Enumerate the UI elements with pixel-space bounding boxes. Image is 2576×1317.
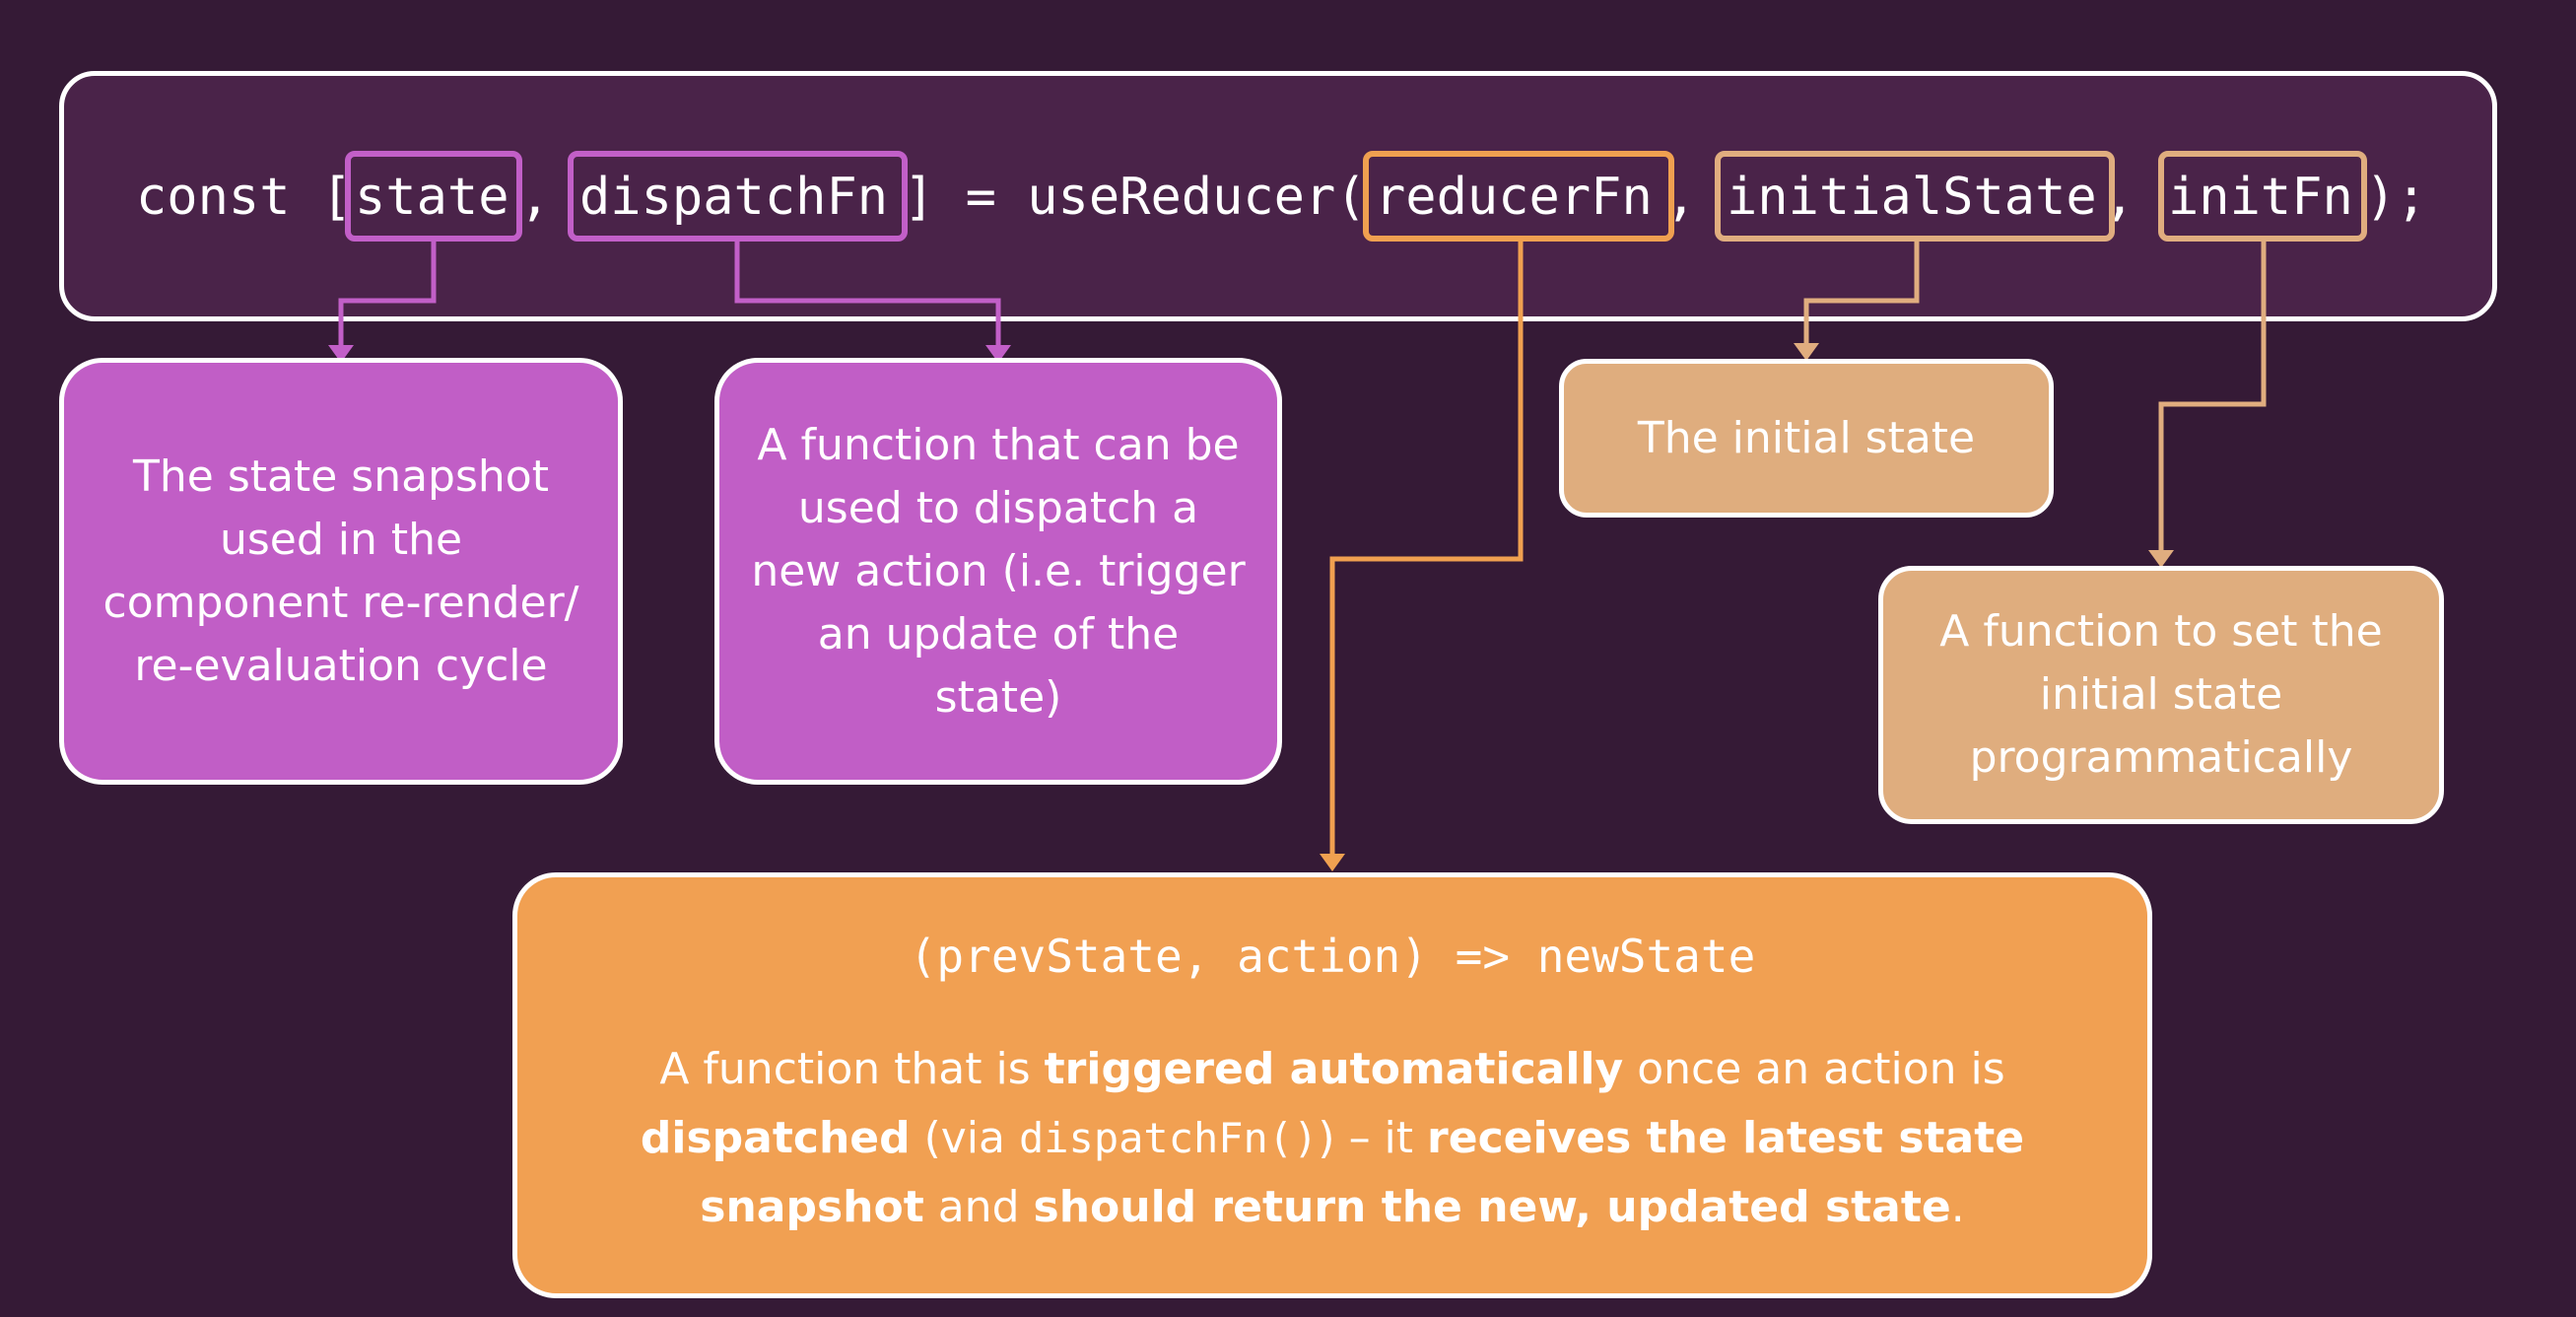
reducer-desc-bold-3: receives the latest state snapshot — [700, 1113, 2025, 1232]
dispatch-callout-text: A function that can be used to dispatch … — [751, 419, 1246, 723]
init-connector — [2158, 242, 2267, 554]
state-highlight-box — [345, 151, 522, 242]
reducer-desc-text-3: (via — [910, 1113, 1019, 1163]
reducer-desc-text-2: once an action is — [1623, 1044, 2005, 1094]
initial-arrowhead — [1794, 343, 1819, 361]
reducer-desc-code: dispatchFn() — [1018, 1114, 1319, 1162]
initial-connector — [1803, 242, 1920, 347]
code-token-state: state — [355, 168, 509, 227]
reducer-connector — [1329, 242, 1524, 858]
initial-callout-text: The initial state — [1637, 412, 1976, 463]
reducer-highlight-box — [1363, 151, 1674, 242]
code-token-reducer: reducerFn — [1375, 168, 1653, 227]
init-callout: A function to set the initial state prog… — [1878, 566, 2444, 824]
code-token-init: initFn — [2168, 168, 2353, 227]
code-middle: ] = useReducer( — [904, 168, 1367, 227]
reducer-desc-text-1: A function that is — [659, 1044, 1045, 1094]
reducer-desc-bold-1: triggered automatically — [1044, 1044, 1624, 1094]
reducer-description: A function that is triggered automatical… — [576, 1035, 2088, 1242]
code-sep-1: , — [519, 168, 581, 227]
dispatch-callout: A function that can be used to dispatch … — [714, 358, 1282, 785]
dispatch-arrowhead — [985, 345, 1011, 363]
initial-highlight-box — [1715, 151, 2115, 242]
reducer-desc-text-5: and — [923, 1182, 1034, 1232]
init-arrowhead — [2148, 550, 2174, 568]
reducer-callout: (prevState, action) => newState A functi… — [512, 872, 2152, 1298]
reducer-desc-text-6: . — [1950, 1182, 1965, 1232]
code-suffix: ); — [2365, 168, 2427, 227]
state-arrowhead — [328, 345, 354, 363]
state-connector — [338, 242, 437, 350]
initial-callout: The initial state — [1559, 359, 2054, 518]
dispatch-connector — [734, 242, 1001, 350]
code-token-initial: initialState — [1727, 168, 2097, 227]
reducer-desc-bold-4: should return the new, updated state — [1033, 1182, 1951, 1232]
reducer-signature: (prevState, action) => newState — [909, 930, 1756, 983]
reducer-desc-bold-2: dispatched — [640, 1113, 911, 1163]
reducer-arrowhead — [1320, 854, 1345, 871]
init-highlight-box — [2158, 151, 2367, 242]
dispatch-highlight-box — [568, 151, 908, 242]
state-callout-text: The state snapshot used in the component… — [102, 451, 579, 691]
state-callout: The state snapshot used in the component… — [59, 358, 623, 785]
code-panel — [59, 71, 2497, 321]
init-callout-text: A function to set the initial state prog… — [1939, 606, 2383, 783]
reducer-desc-text-4: ) – it — [1318, 1113, 1428, 1163]
code-token-dispatch: dispatchFn — [579, 168, 889, 227]
